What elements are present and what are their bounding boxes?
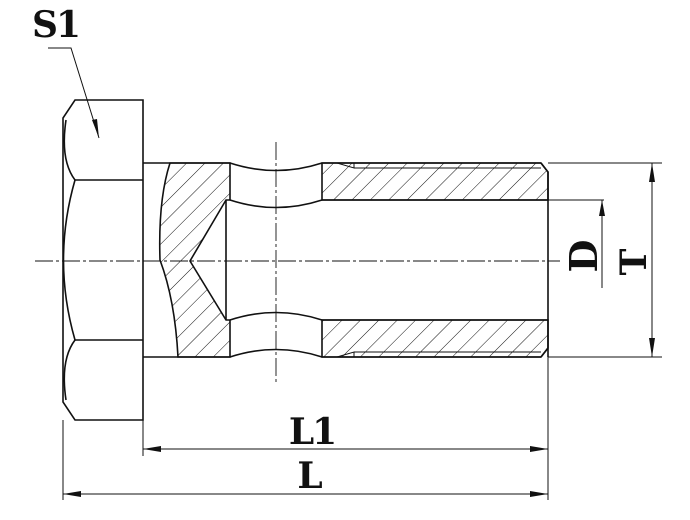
section-hatch-thread-bottom [321, 319, 549, 358]
label-d: D [561, 240, 606, 273]
label-l1: L1 [289, 411, 335, 453]
section-hatch-left [158, 162, 231, 358]
section-hatch-thread-top [321, 162, 549, 201]
label-l: L [297, 455, 322, 497]
dimension-arrows [63, 119, 655, 497]
thread-lines [336, 162, 541, 358]
center-lines [35, 142, 560, 382]
label-s1: S1 [32, 4, 79, 46]
bore [225, 199, 548, 321]
hex-head [62, 99, 144, 421]
dimension-lines [48, 47, 662, 500]
label-t: T [613, 248, 655, 275]
